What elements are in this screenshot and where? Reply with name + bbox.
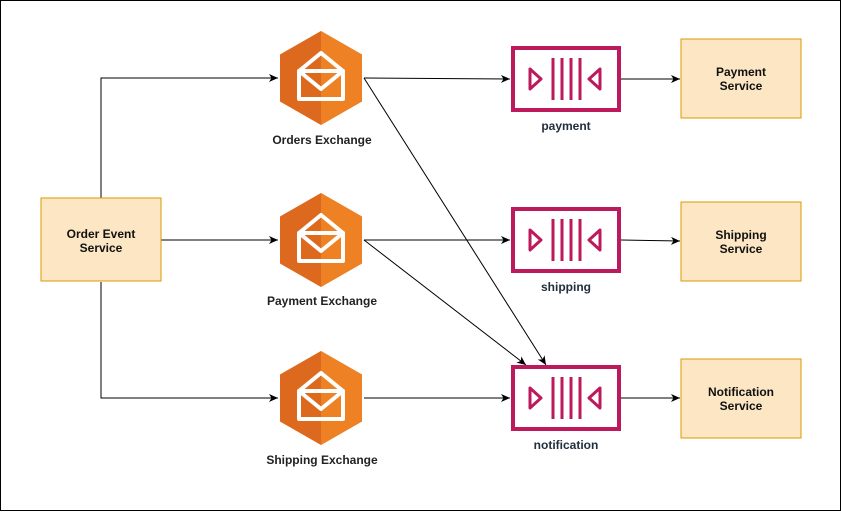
notification-service-label-2: Service [720,399,763,413]
order-event-service-node[interactable]: Order Event Service [40,197,162,282]
exchange-orders[interactable]: Orders Exchange [272,29,372,147]
exchange-label: Payment Exchange [267,294,377,308]
exchange-payment[interactable]: Payment Exchange [267,191,377,308]
queue-icon [511,207,621,273]
notification-service-box [680,358,802,439]
queue-notification[interactable]: notification [511,365,621,452]
shipping-service-node[interactable]: Shipping Service [680,201,802,282]
exchange-shipping[interactable]: Shipping Exchange [266,349,378,467]
order-event-service-box [40,197,162,282]
queue-shipping[interactable]: shipping [511,207,621,294]
edge-shipping-queue-service [620,236,681,245]
edge-orders-notification-queue [363,77,547,366]
edge-payment-notification-queue [363,239,527,366]
queue-payment[interactable]: payment [511,46,621,133]
queue-label: notification [534,438,599,452]
exchange-icon [278,191,364,289]
queue-icon [511,46,621,112]
order-event-service-label-2: Service [80,241,123,255]
edge-source-orders-exchange [100,74,278,198]
exchange-label: Shipping Exchange [266,453,378,467]
payment-service-label-2: Service [720,79,763,93]
exchange-label: Orders Exchange [272,133,372,147]
payment-service-box [680,38,802,119]
queue-label: shipping [541,280,591,294]
notification-service-label-1: Notification [708,385,774,399]
shipping-service-label-1: Shipping [715,228,766,242]
order-event-service-label-1: Order Event [67,227,136,241]
exchange-icon [278,349,364,447]
shipping-service-label-2: Service [720,242,763,256]
edge-orders-payment-queue [363,74,511,83]
notification-service-node[interactable]: Notification Service [680,358,802,439]
queue-label: payment [541,119,590,133]
payment-service-label-1: Payment [716,65,766,79]
shipping-service-box [680,201,802,282]
payment-service-node[interactable]: Payment Service [680,38,802,119]
queue-icon [511,365,621,431]
edge-source-shipping-exchange [100,282,278,402]
connectors [100,74,681,402]
exchange-icon [278,29,364,127]
